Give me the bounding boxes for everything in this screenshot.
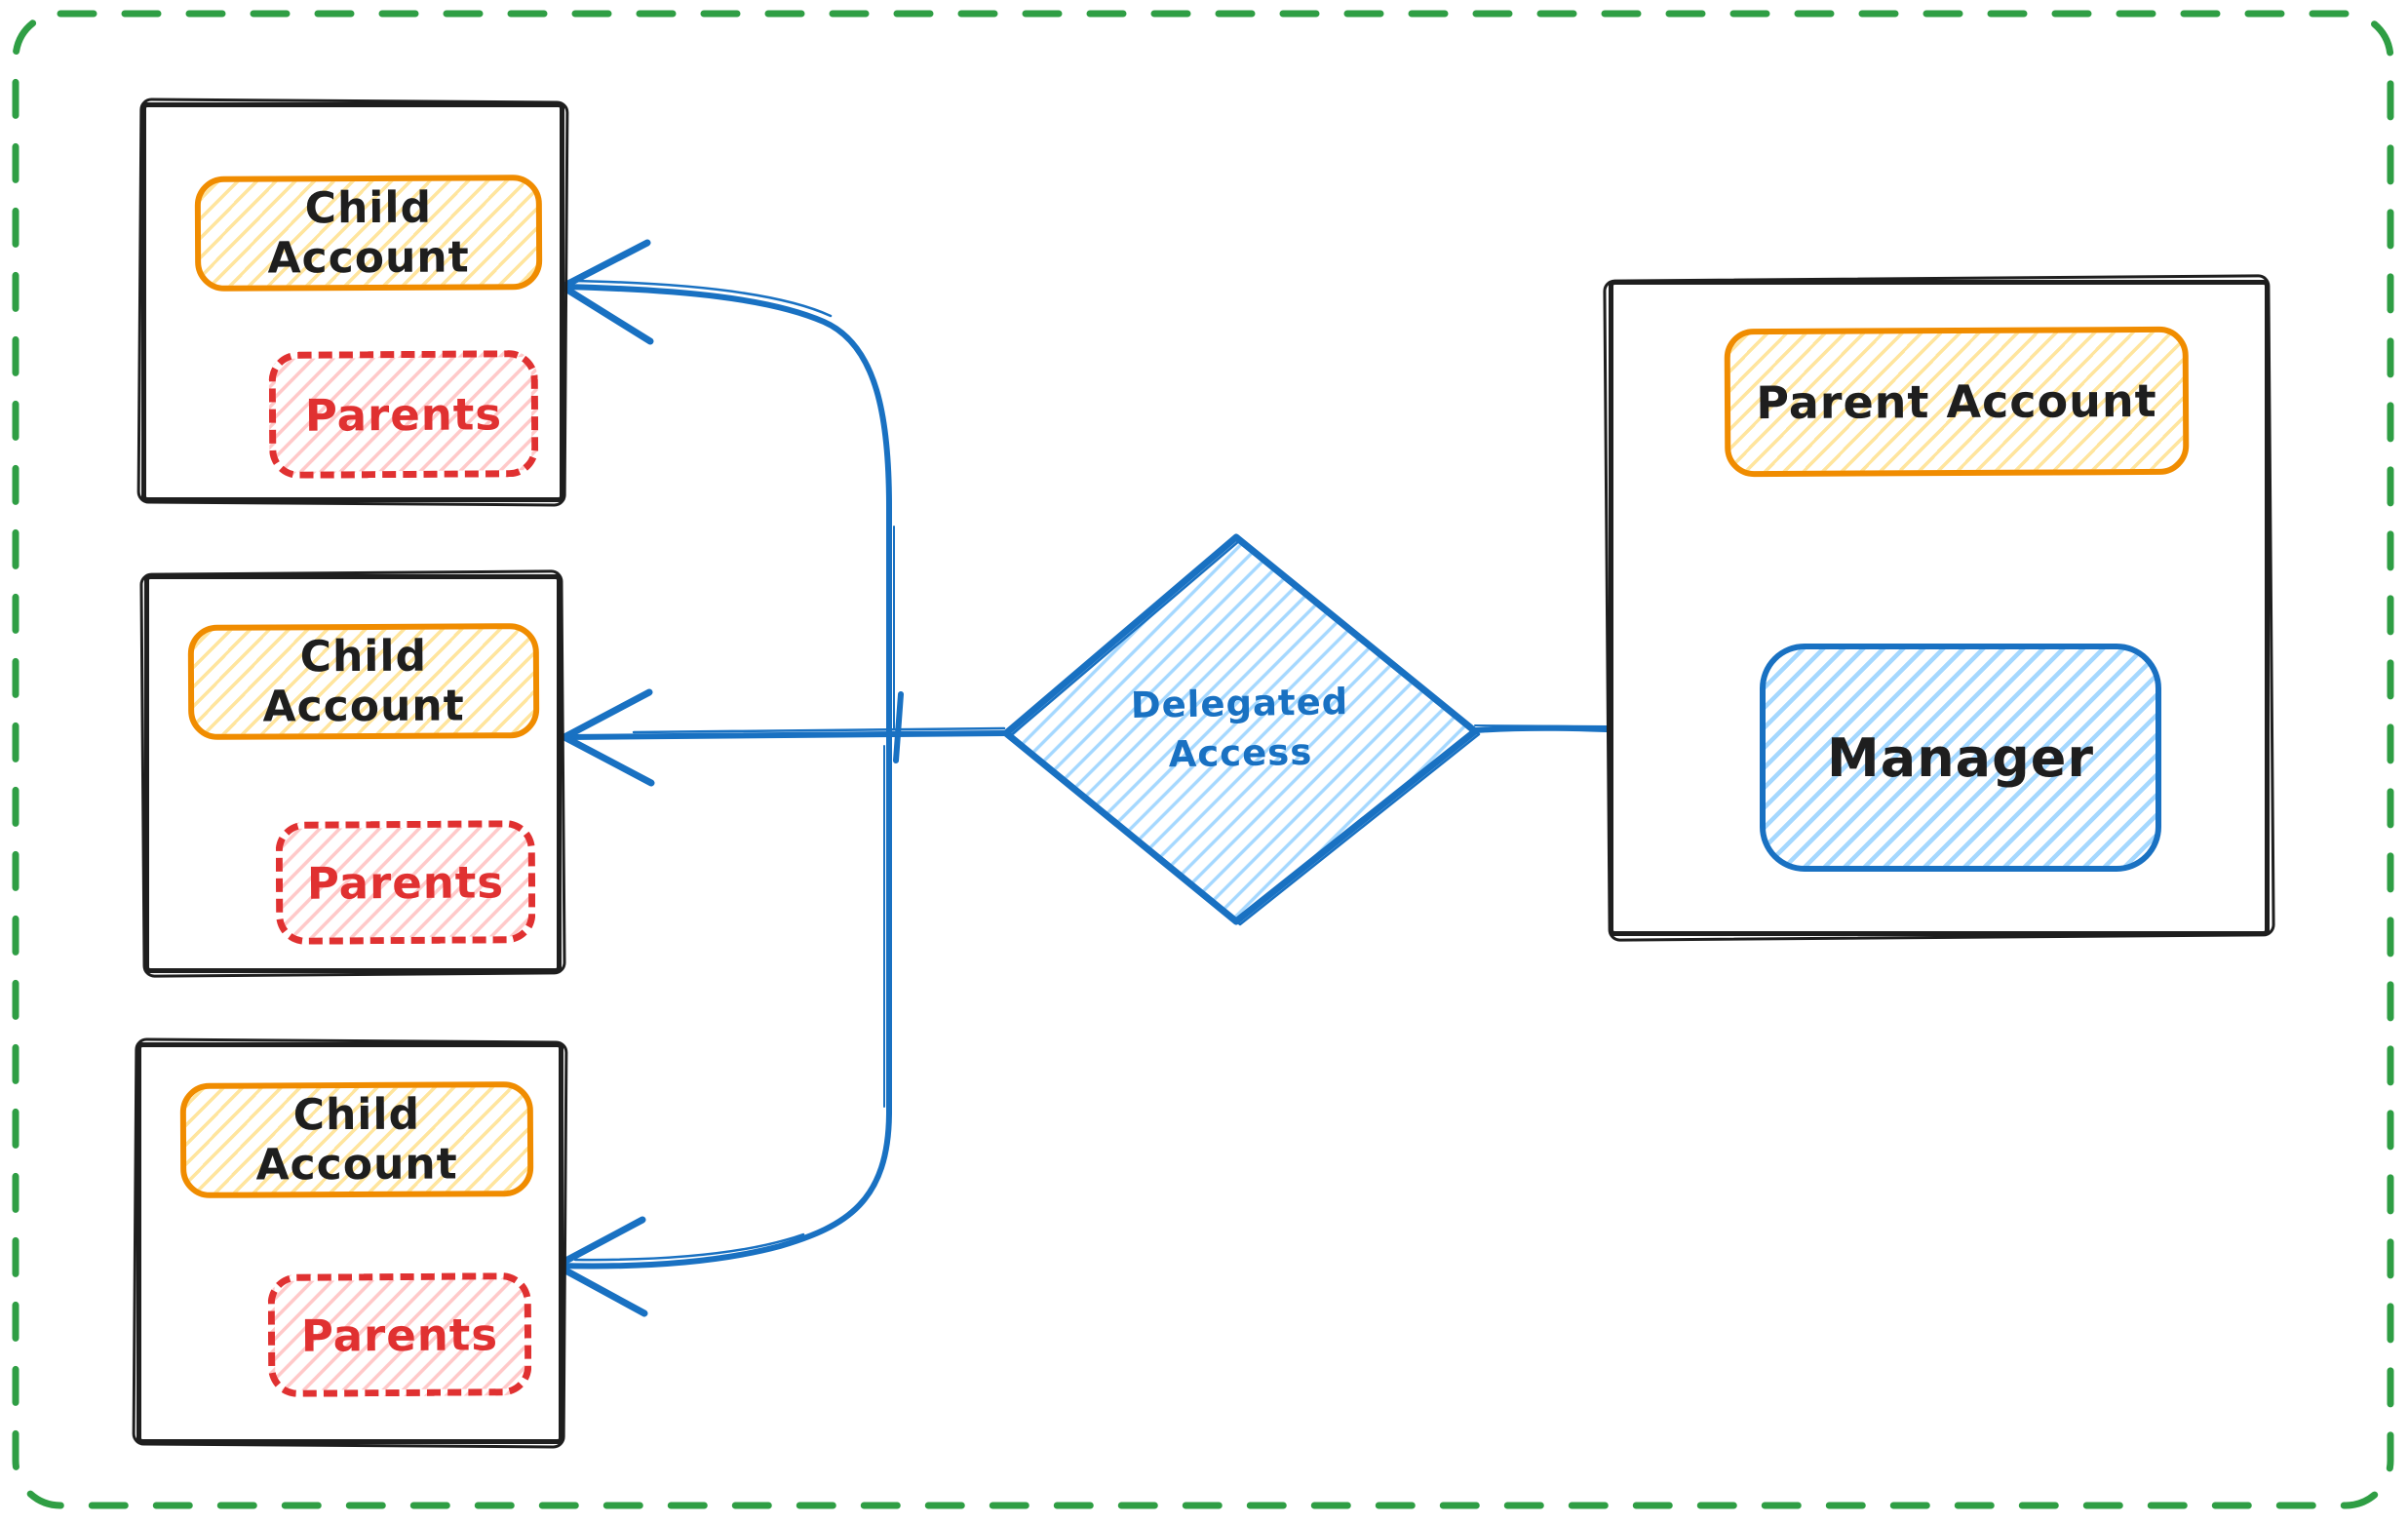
parents-box-2[interactable]: Parents	[275, 820, 536, 945]
parent-account-label[interactable]: Parent Account	[1724, 326, 2190, 478]
delegated-access-line1: Delegated	[1130, 681, 1349, 726]
parents-box-3[interactable]: Parents	[267, 1272, 532, 1397]
parents-title-1: Parents	[304, 387, 503, 442]
canvas-frame-border[interactable]	[12, 10, 2394, 1509]
arrow-trunk-echo-top	[568, 279, 833, 318]
parents-title-3: Parents	[300, 1308, 499, 1362]
child-account-title-2: Child Account	[262, 631, 465, 732]
parents-title-2: Parents	[306, 855, 505, 910]
arrow-tree-to-children[interactable]	[553, 239, 904, 1317]
child-account-title-1: Child Account	[267, 182, 470, 284]
arrow-to-child-2[interactable]	[561, 688, 1009, 787]
child-account-box-2[interactable]: Child Account Parents	[144, 574, 562, 973]
parent-account-title: Parent Account	[1756, 373, 2157, 430]
child-account-label-1[interactable]: Child Account	[194, 175, 543, 292]
child-account-box-3[interactable]: Child Account Parents	[136, 1042, 563, 1444]
manager-title: Manager	[1827, 726, 2094, 789]
delegated-access-diamond[interactable]	[1002, 533, 1481, 926]
manager-box[interactable]: Manager	[1760, 644, 2161, 872]
child-account-label-2[interactable]: Child Account	[187, 623, 540, 740]
delegated-access-line2: Access	[1168, 730, 1313, 776]
arrowhead-child-2	[561, 688, 655, 787]
child-account-title-3: Child Account	[255, 1089, 458, 1191]
arrow-middle-shaft	[564, 730, 1009, 740]
child-account-label-3[interactable]: Child Account	[179, 1081, 534, 1198]
arrow-trunk-path	[554, 284, 892, 1270]
delegated-access-label: Delegated Access	[1064, 676, 1417, 781]
arrow-junction-tick	[893, 691, 904, 763]
diamond-shape-echo	[1008, 538, 1481, 926]
parents-box-1[interactable]: Parents	[268, 350, 539, 479]
child-account-box-1[interactable]: Child Account Parents	[141, 102, 564, 502]
parent-account-box[interactable]: Parent Account Manager	[1609, 280, 2270, 936]
arrow-middle-echo	[632, 726, 1006, 734]
arrow-trunk-echo-bottom	[573, 1232, 805, 1262]
